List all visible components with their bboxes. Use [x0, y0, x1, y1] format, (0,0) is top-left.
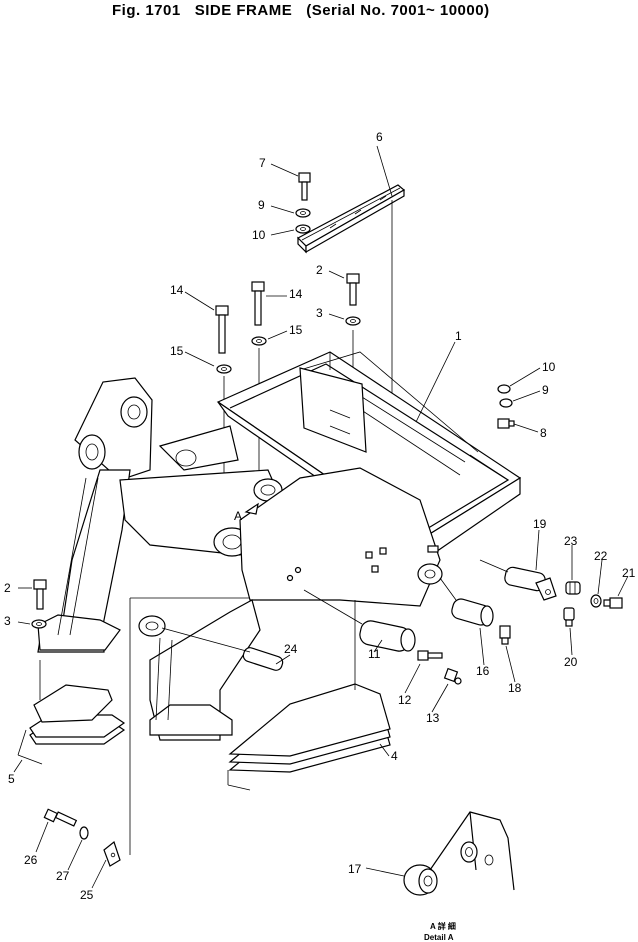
part-10-washer [295, 224, 311, 234]
callout-19: 19 [533, 517, 547, 531]
callout-21: 21 [622, 566, 636, 580]
part-22-washer [590, 594, 602, 608]
callout-18: 18 [508, 681, 522, 695]
part-11-pin [359, 620, 416, 652]
part-15-washer-left [216, 364, 232, 374]
callout-15-right: 15 [289, 323, 303, 337]
callout-7: 7 [259, 156, 266, 170]
callout-12: 12 [398, 693, 412, 707]
part-6-rail [297, 184, 406, 254]
detail-caption-jp: A 詳 細 [430, 921, 456, 931]
part-9-washer-right [499, 398, 513, 408]
callout-2-top: 2 [316, 263, 323, 277]
part-13-fitting [443, 667, 462, 685]
callout-23: 23 [564, 534, 578, 548]
part-21-bolt [603, 597, 623, 609]
part-2-bolt-left [33, 579, 47, 610]
part-24-pin [242, 647, 284, 671]
part-19-pin [504, 566, 557, 601]
callout-15-left: 15 [170, 344, 184, 358]
callout-10-right: 10 [542, 360, 556, 374]
view-arrow-a: A [234, 502, 259, 523]
part-5-shims [17, 660, 126, 765]
part-27-washer [79, 826, 89, 840]
callout-14-right: 14 [289, 287, 303, 301]
callout-9-right: 9 [542, 383, 549, 397]
serial-range: (Serial No. 7001~ 10000) [306, 2, 490, 19]
part-18-fitting [499, 625, 511, 645]
callout-17: 17 [348, 862, 362, 876]
figure-title: Fig. 1701 SIDE FRAME (Serial No. 7001~ 100… [112, 2, 490, 19]
part-8-bolt [497, 418, 515, 429]
callout-5: 5 [8, 772, 15, 786]
part-14-bolt-right [251, 281, 265, 326]
callout-13: 13 [426, 711, 440, 725]
part-2-bolt-upper [346, 273, 360, 306]
part-15-washer-right [251, 336, 267, 346]
part-12-bolt [417, 650, 443, 661]
callout-24: 24 [284, 642, 298, 656]
callout-1: 1 [455, 329, 462, 343]
part-16-pin [451, 598, 494, 627]
callout-3-top: 3 [316, 306, 323, 320]
callout-10-top: 10 [252, 228, 266, 242]
callout-16: 16 [476, 664, 490, 678]
figure-number: Fig. 1701 [112, 2, 181, 19]
callout-9-top: 9 [258, 198, 265, 212]
leader-lines [13, 145, 629, 889]
part-20-fitting [563, 607, 575, 627]
part-3-washer-left [31, 619, 47, 629]
callout-22: 22 [594, 549, 608, 563]
part-3-washer-upper [345, 316, 361, 326]
callout-20: 20 [564, 655, 578, 669]
part-25-clip [103, 840, 121, 867]
part-4-shims [227, 600, 391, 791]
view-marker-a: A [234, 509, 242, 523]
detail-a-view [429, 811, 515, 891]
callout-26: 26 [24, 853, 38, 867]
part-23-bushing [565, 581, 581, 595]
part-9-washer [295, 208, 311, 218]
callout-4: 4 [391, 749, 398, 763]
part-7-bolt [298, 172, 311, 201]
callout-8: 8 [540, 426, 547, 440]
callout-11: 11 [368, 647, 381, 661]
part-10-washer-right [497, 384, 511, 394]
detail-caption-en: Detail A [424, 933, 454, 942]
figure-name: SIDE FRAME [194, 2, 293, 19]
callout-6: 6 [376, 130, 383, 144]
callout-14-left: 14 [170, 283, 184, 297]
callout-3-left: 3 [4, 614, 11, 628]
callout-2-left: 2 [4, 581, 11, 595]
part-1-side-frame [37, 351, 522, 855]
callout-27: 27 [56, 869, 70, 883]
callout-labels: 6 7 9 10 2 3 14 14 15 15 1 10 9 8 2 3 24… [4, 130, 636, 902]
part-26-bolt [43, 808, 78, 827]
callout-25: 25 [80, 888, 94, 902]
part-14-bolt-left [215, 305, 229, 354]
part-17-collar [403, 864, 438, 896]
